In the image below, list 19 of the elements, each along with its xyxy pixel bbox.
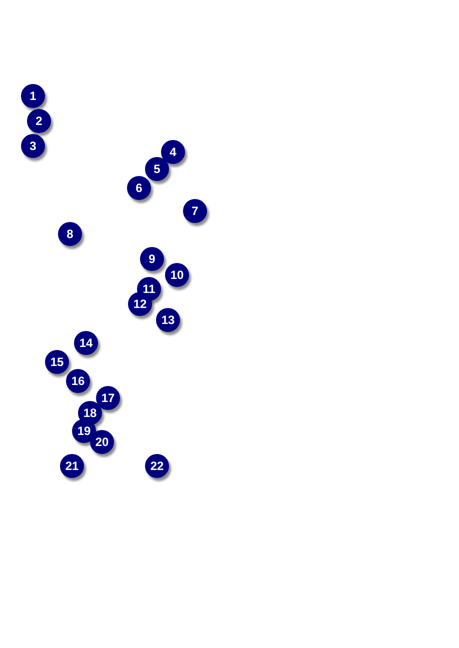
callout-number: 3 <box>21 134 45 158</box>
callout-number: 16 <box>66 369 90 393</box>
callout-number: 2 <box>27 109 51 133</box>
callout-number: 15 <box>45 350 69 374</box>
callout-number: 17 <box>96 386 120 410</box>
callout-number: 22 <box>145 454 169 478</box>
callout-number: 4 <box>161 140 185 164</box>
callout-number: 21 <box>60 454 84 478</box>
callout-number: 7 <box>183 199 207 223</box>
callout-number: 13 <box>156 308 180 332</box>
callout-number: 10 <box>165 263 189 287</box>
callout-number: 9 <box>140 247 164 271</box>
callout-number: 8 <box>58 222 82 246</box>
callout-number: 20 <box>90 430 114 454</box>
callout-number: 5 <box>145 157 169 181</box>
callout-number: 12 <box>128 292 152 316</box>
callout-number: 1 <box>21 84 45 108</box>
callout-number: 14 <box>74 331 98 355</box>
callout-number: 6 <box>127 176 151 200</box>
